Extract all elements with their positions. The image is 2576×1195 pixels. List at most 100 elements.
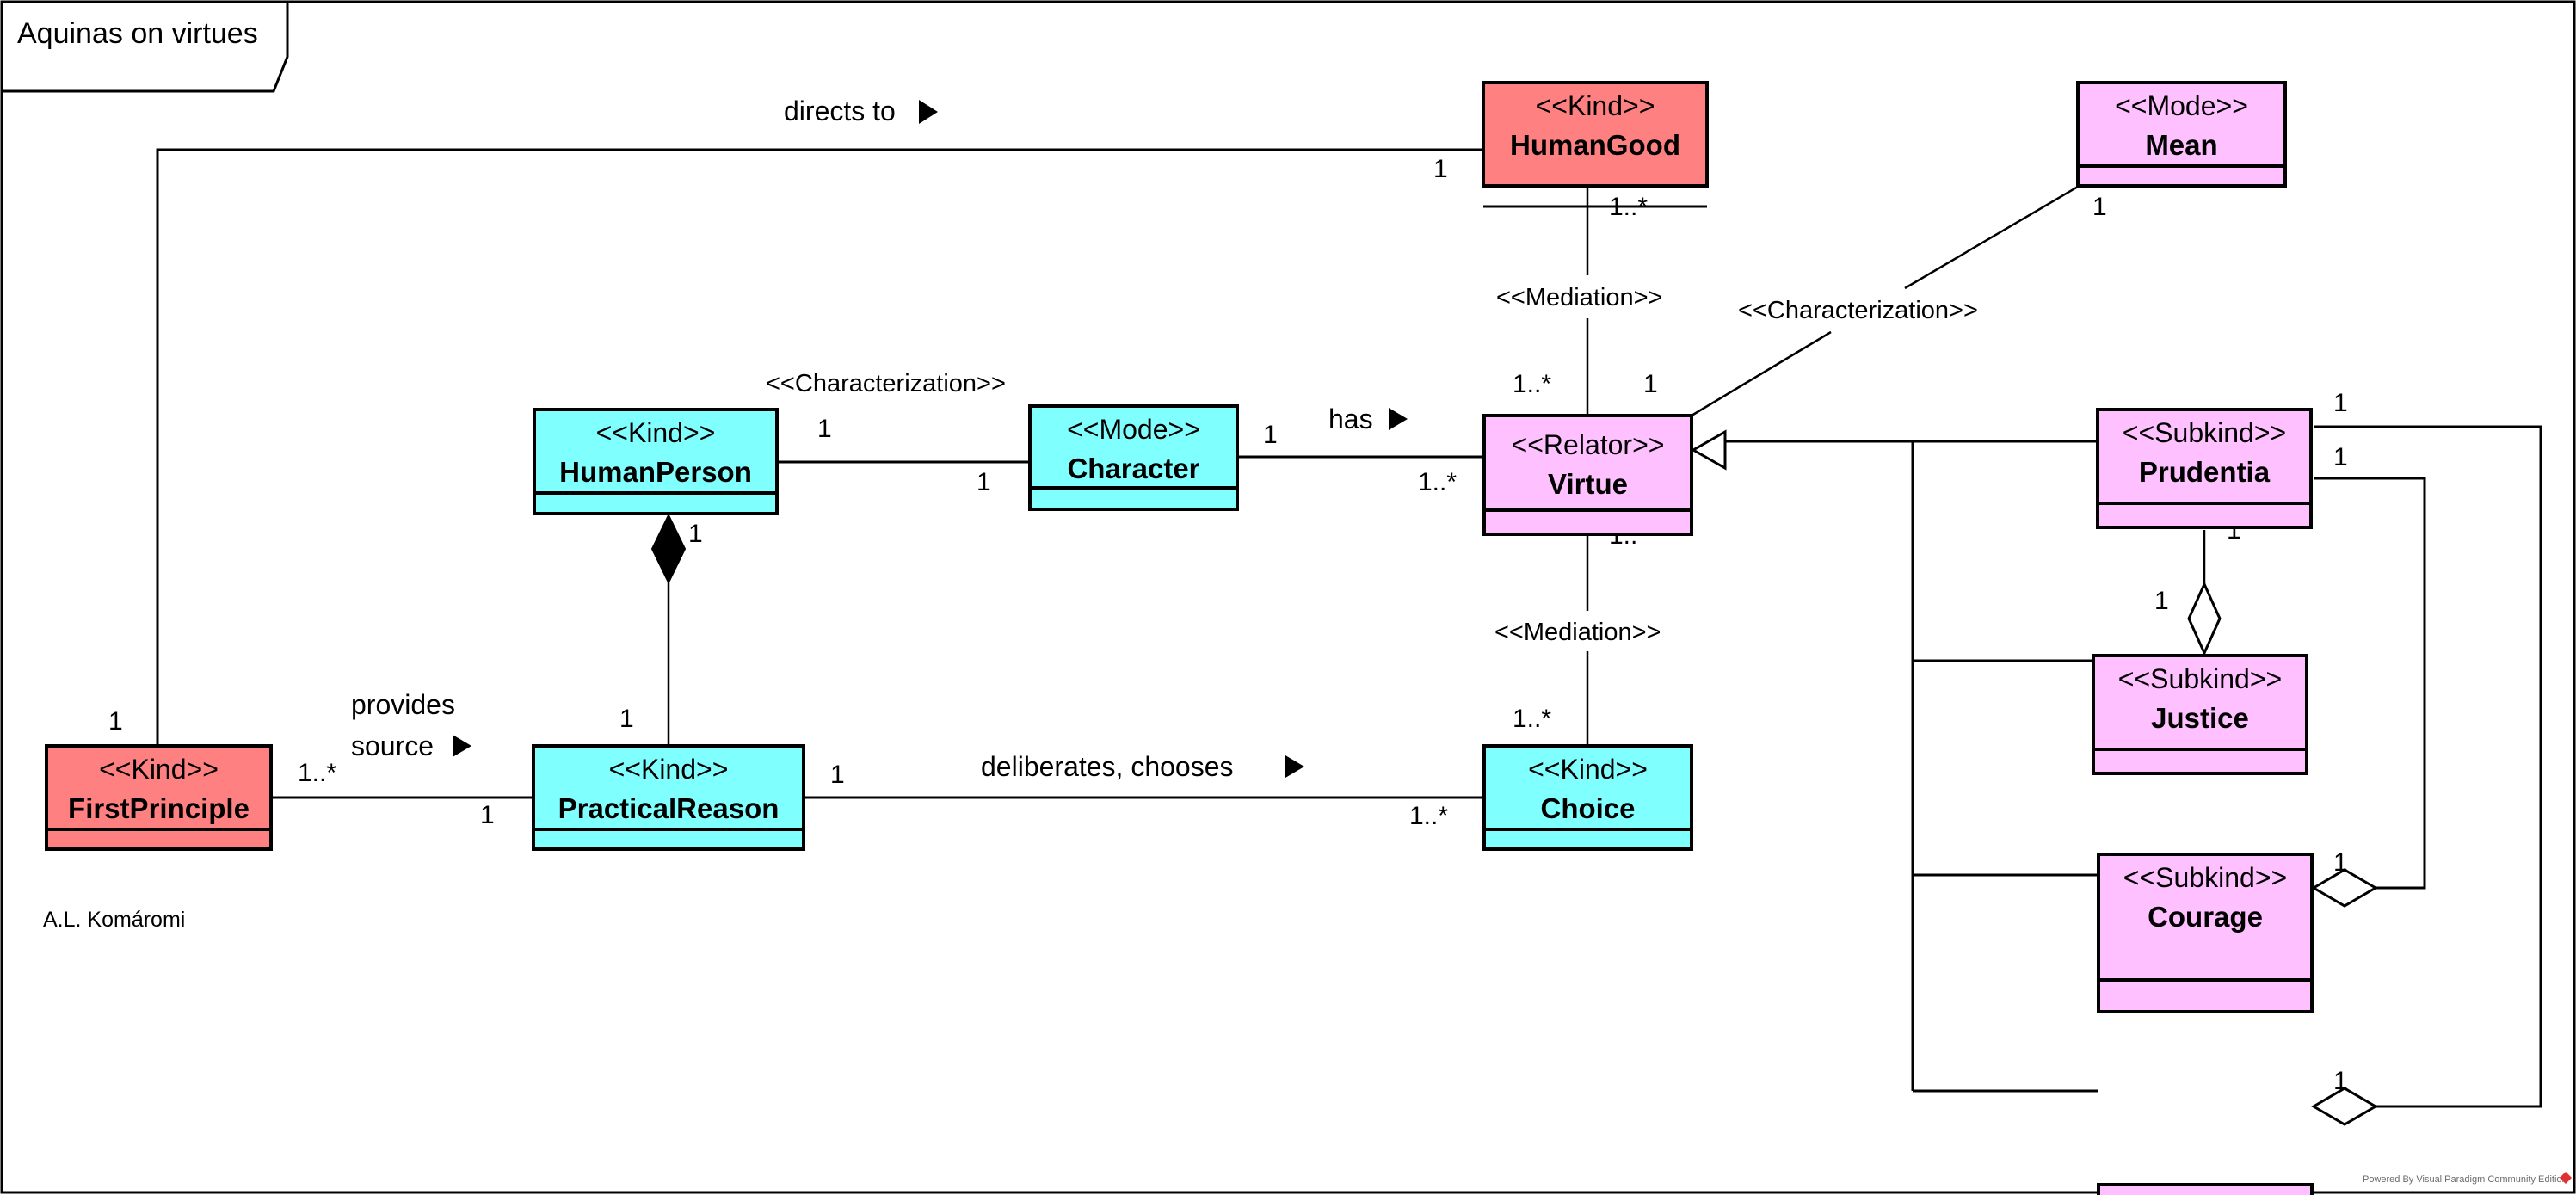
class-name: Justice xyxy=(2151,702,2249,734)
direction-arrow-icon xyxy=(1389,408,1408,430)
class-name: HumanGood xyxy=(1510,129,1680,161)
multiplicity: 1 xyxy=(619,705,634,733)
multiplicity: 1 xyxy=(1643,370,1658,398)
generalization-virtue-subkinds[interactable] xyxy=(1690,429,2098,1093)
class-stereotype: <<Kind>> xyxy=(1528,754,1648,785)
class-box xyxy=(2097,1183,2314,1195)
multiplicity: 1 xyxy=(688,520,703,548)
association-label-line1: provides xyxy=(351,689,455,720)
classes-layer: <<Kind>>HumanGood<<Mode>>Mean<<Kind>>Hum… xyxy=(45,81,2314,1195)
multiplicity: 1 xyxy=(108,707,123,736)
class-name: FirstPrinciple xyxy=(68,792,250,824)
multiplicity: 1..* xyxy=(1609,193,1648,221)
frame-title-tab xyxy=(2,2,289,93)
aggregation-courage-prudentia[interactable]: 1 1 xyxy=(2311,443,2426,908)
multiplicity: 1 xyxy=(977,468,991,496)
class-box xyxy=(532,744,805,851)
class-box xyxy=(1482,744,1693,851)
class-name: PracticalReason xyxy=(558,792,780,824)
association-label: <<Mediation>> xyxy=(1494,619,1661,646)
multiplicity: 1 xyxy=(480,801,495,829)
class-box xyxy=(2097,853,2314,1013)
class-temperance[interactable]: <<Subkind>>Temperance xyxy=(2097,1183,2314,1195)
class-box xyxy=(1028,404,1239,511)
association-label: <<Characterization>> xyxy=(1738,297,1978,324)
multiplicity: 1 xyxy=(2154,587,2169,615)
multiplicity: 1 xyxy=(1433,155,1448,183)
characterization-humanperson-character[interactable]: <<Characterization>> 1 1 xyxy=(766,370,1030,496)
class-name: Mean xyxy=(2145,129,2217,161)
class-prudentia[interactable]: <<Subkind>>Prudentia xyxy=(2096,408,2313,529)
association-label: has xyxy=(1328,403,1373,434)
class-stereotype: <<Subkind>> xyxy=(2123,1192,2287,1195)
multiplicity: 1 xyxy=(2333,1067,2348,1095)
characterization-mean-virtue[interactable]: <<Characterization>> 1 1 xyxy=(1643,185,2107,417)
class-name: Prudentia xyxy=(2139,456,2271,488)
aggregation-diamond-icon xyxy=(2311,868,2378,908)
multiplicity: 1..* xyxy=(1409,802,1448,830)
visual-paradigm-logo-icon xyxy=(2560,1172,2572,1184)
class-stereotype: <<Mode>> xyxy=(1067,414,1200,445)
direction-arrow-icon xyxy=(453,735,471,757)
multiplicity: 1 xyxy=(2092,193,2107,221)
direction-arrow-icon xyxy=(919,100,938,124)
multiplicity: 1..* xyxy=(298,759,336,787)
class-box xyxy=(1482,414,1693,536)
multiplicity: 1..* xyxy=(1513,705,1551,733)
association-provides-source[interactable]: provides source 1..* 1 xyxy=(271,689,533,829)
association-label-line2: source xyxy=(351,730,434,761)
direction-arrow-icon xyxy=(1285,755,1304,778)
class-virtue[interactable]: <<Relator>> Virtue xyxy=(1482,414,1693,536)
class-name: Choice xyxy=(1540,792,1635,824)
multiplicity: 1 xyxy=(2333,848,2348,877)
composition-diamond-icon xyxy=(650,513,687,585)
class-humanperson[interactable]: <<Kind>> HumanPerson xyxy=(533,408,779,515)
class-mean[interactable]: <<Mode>>Mean xyxy=(2076,81,2287,188)
author-note: A.L. Komáromi xyxy=(43,908,185,932)
class-box xyxy=(1482,81,1709,188)
class-box xyxy=(533,408,779,515)
association-label: <<Mediation>> xyxy=(1496,284,1662,311)
composition-humanperson-practicalreason[interactable]: 1 1 xyxy=(619,513,703,746)
mediation-humangood-virtue[interactable]: <<Mediation>> 1..* 1..* xyxy=(1483,188,1707,416)
class-box xyxy=(2076,81,2287,188)
association-label: directs to xyxy=(784,95,896,126)
generalization-triangle-icon xyxy=(1690,429,1727,471)
multiplicity: 1..* xyxy=(1513,370,1551,398)
class-stereotype: <<Kind>> xyxy=(1536,90,1655,121)
class-stereotype: <<Kind>> xyxy=(609,754,729,785)
association-has[interactable]: has 1 1..* xyxy=(1237,403,1484,496)
class-courage[interactable]: <<Subkind>> Courage xyxy=(2097,853,2314,1013)
class-practicalreason[interactable]: <<Kind>> PracticalReason xyxy=(532,744,805,851)
class-justice[interactable]: <<Subkind>> Justice xyxy=(2092,654,2308,775)
multiplicity: 1 xyxy=(1263,421,1278,449)
watermark-text: Powered By Visual Paradigm Community Edi… xyxy=(2363,1174,2567,1185)
class-name: Virtue xyxy=(1548,468,1628,500)
multiplicity: 1 xyxy=(817,415,832,443)
class-box xyxy=(2096,408,2313,529)
class-name: HumanPerson xyxy=(559,456,752,488)
class-stereotype: <<Subkind>> xyxy=(2123,862,2287,893)
class-box xyxy=(2092,654,2308,775)
aggregation-diamond-icon xyxy=(2311,1087,2378,1126)
association-label: <<Characterization>> xyxy=(766,370,1006,397)
multiplicity: 1..* xyxy=(1418,468,1457,496)
multiplicity: 1 xyxy=(2333,443,2348,471)
association-label: deliberates, chooses xyxy=(981,751,1234,782)
class-stereotype: <<Subkind>> xyxy=(2118,663,2282,694)
class-name: Courage xyxy=(2148,901,2263,933)
association-deliberates-chooses[interactable]: deliberates, chooses 1 1..* xyxy=(804,751,1484,830)
class-stereotype: <<Kind>> xyxy=(596,417,716,448)
class-stereotype: <<Relator>> xyxy=(1512,429,1665,460)
class-name: Character xyxy=(1067,453,1199,484)
association-directs-to[interactable]: directs to 1 1 xyxy=(108,95,1483,746)
class-humangood[interactable]: <<Kind>> HumanGood xyxy=(1482,81,1709,188)
aggregation-temperance-prudentia[interactable]: 1 1 xyxy=(2311,389,2542,1126)
class-character[interactable]: <<Mode>> Character xyxy=(1028,404,1239,511)
class-choice[interactable]: <<Kind>> Choice xyxy=(1482,744,1693,851)
class-box xyxy=(45,744,273,851)
class-firstprinciple[interactable]: <<Kind>>FirstPrinciple xyxy=(45,744,273,851)
frame-title: Aquinas on virtues xyxy=(17,17,258,50)
aggregation-diamond-icon xyxy=(2187,581,2222,656)
